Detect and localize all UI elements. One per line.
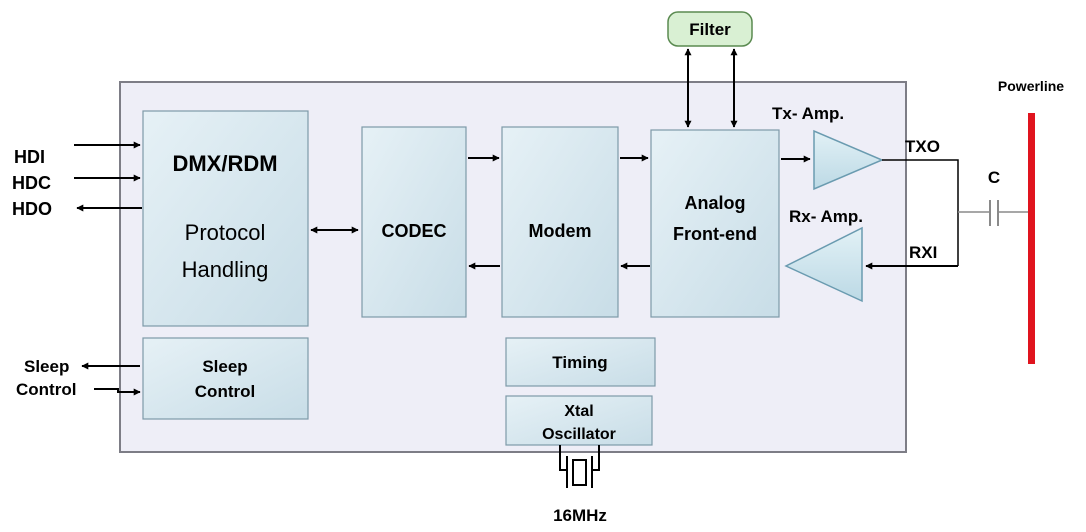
timing-label: Timing (552, 353, 607, 372)
txo-wire (882, 159, 959, 266)
analog-front-end-line2: Front-end (673, 224, 757, 244)
tx-amp-label: Tx- Amp. (772, 104, 844, 123)
dmx-rdm-block (142, 110, 309, 327)
powerline-bar (1028, 113, 1035, 364)
xtal-oscillator-block (505, 395, 653, 446)
hdc-label: HDC (12, 173, 51, 193)
sleep-in-arrow (94, 388, 141, 396)
crystal-frequency-label: 16MHz (553, 506, 607, 525)
xtal-oscillator-line1: Xtal (564, 403, 593, 420)
sleep-ext-line1: Sleep (24, 357, 69, 376)
timing-block (505, 337, 656, 387)
codec-block (361, 126, 467, 318)
sleep-control-line1: Sleep (202, 357, 247, 376)
capacitor-label: C (988, 168, 1000, 187)
modem-label: Modem (529, 221, 592, 241)
rxi-label: RXI (909, 243, 937, 262)
dmx-rdm-line1: Protocol (185, 220, 266, 245)
hdi-label: HDI (14, 147, 45, 167)
hdo-label: HDO (12, 199, 52, 219)
rx-amplifier-icon (784, 226, 863, 303)
sleep-control-block (142, 337, 309, 420)
analog-front-end-line1: Analog (685, 193, 746, 213)
analog-front-end-block (650, 129, 780, 318)
rx-amp-label: Rx- Amp. (789, 207, 863, 226)
capacitor-icon (958, 200, 1030, 226)
dmx-rdm-title: DMX/RDM (172, 151, 277, 176)
tx-amplifier-icon (813, 129, 884, 191)
filter-label: Filter (689, 20, 731, 39)
crystal-icon (559, 445, 600, 488)
powerline-label: Powerline (998, 78, 1064, 94)
codec-label: CODEC (381, 221, 446, 241)
dmx-rdm-line2: Handling (182, 257, 269, 282)
filter-block (667, 11, 753, 47)
sleep-ext-line2: Control (16, 380, 76, 399)
modem-block (501, 126, 619, 318)
xtal-oscillator-line2: Oscillator (542, 426, 616, 443)
sleep-control-line2: Control (195, 382, 255, 401)
txo-label: TXO (905, 137, 940, 156)
